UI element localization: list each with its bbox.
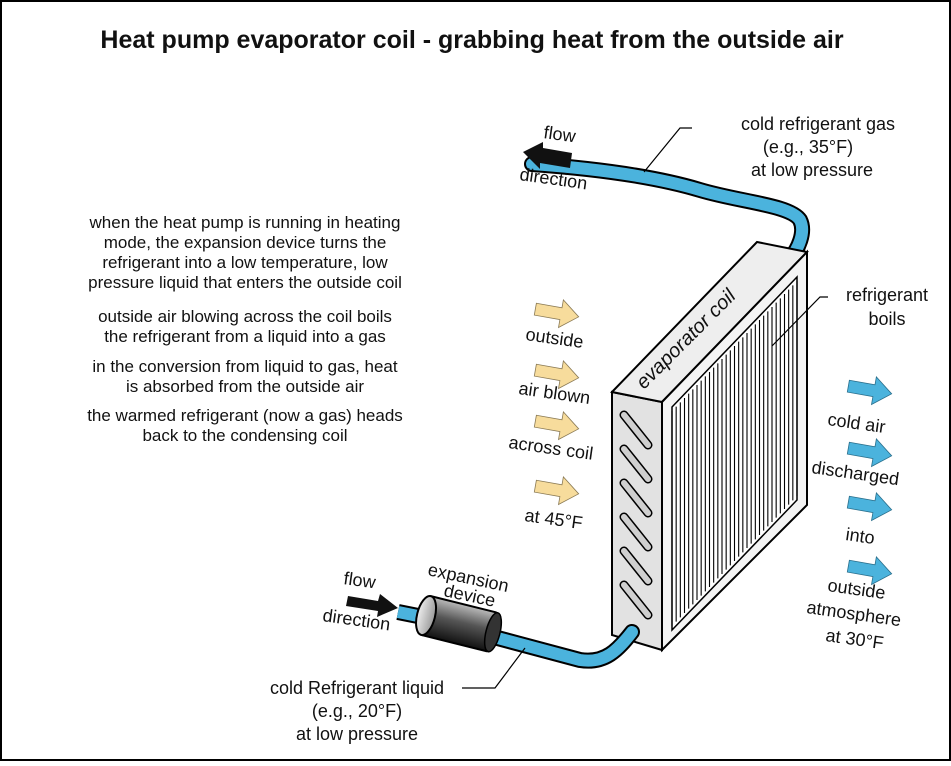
paragraph-2-line-2: the refrigerant from a liquid into a gas	[104, 327, 386, 346]
explanation-text: when the heat pump is running in heating…	[87, 213, 403, 445]
gas-label-3: at low pressure	[751, 160, 873, 180]
coil-slot	[621, 582, 651, 618]
gas-label-1: cold refrigerant gas	[741, 114, 895, 134]
air-in-label-4: at 45°F	[523, 505, 583, 533]
flow-bottom-label-1: flow	[342, 568, 377, 592]
incoming-air-arrows	[533, 299, 580, 506]
paragraph-4-line-2: back to the condensing coil	[142, 426, 347, 445]
flow-top-label-1: flow	[542, 122, 577, 146]
flow-arrow-bottom	[346, 594, 398, 617]
coil-slot	[621, 446, 651, 482]
discharge-air-arrows	[846, 376, 893, 586]
paragraph-3-line-2: is absorbed from the outside air	[126, 377, 364, 396]
liquid-label-1: cold Refrigerant liquid	[270, 678, 444, 698]
warm-air-arrow	[533, 360, 580, 390]
expansion-device	[415, 595, 503, 653]
warm-air-arrow	[533, 299, 580, 329]
paragraph-1-line-4: pressure liquid that enters the outside …	[88, 273, 402, 292]
warm-air-arrow	[533, 476, 580, 506]
air-out-label-2: discharged	[810, 457, 900, 489]
coil-slot	[621, 514, 651, 550]
air-out-label-3: into	[844, 524, 876, 548]
liquid-label-3: at low pressure	[296, 724, 418, 744]
air-out-label-6: at 30°F	[824, 625, 884, 653]
gas-pipe	[526, 158, 809, 264]
gas-leader-line	[643, 127, 692, 173]
air-in-label-3: across coil	[507, 432, 594, 464]
coil-slot	[621, 548, 651, 584]
coil-slot	[621, 412, 651, 448]
liquid-leader-line	[462, 647, 526, 689]
air-in-label-1: outside	[524, 324, 584, 352]
paragraph-1-line-3: refrigerant into a low temperature, low	[102, 253, 388, 272]
paragraph-1-line-1: when the heat pump is running in heating	[89, 213, 401, 232]
boils-label-1: refrigerant	[846, 285, 928, 305]
cold-air-arrow	[846, 556, 893, 586]
flow-arrow-top	[523, 142, 572, 169]
warm-air-arrow	[533, 411, 580, 441]
boils-label-2: boils	[868, 309, 905, 329]
paragraph-4-line-1: the warmed refrigerant (now a gas) heads	[87, 406, 403, 425]
gas-label-2: (e.g., 35°F)	[763, 137, 853, 157]
liquid-pipe	[484, 626, 638, 667]
labels: flow direction cold refrigerant gas (e.g…	[270, 114, 928, 744]
coil-slot	[621, 480, 651, 516]
boils-leader-line	[771, 296, 828, 347]
cold-air-arrow	[846, 438, 893, 468]
coil-fins	[671, 281, 798, 626]
cold-air-arrow	[846, 492, 893, 522]
air-out-label-1: cold air	[826, 409, 886, 437]
liquid-label-2: (e.g., 20°F)	[312, 701, 402, 721]
paragraph-3-line-1: in the conversion from liquid to gas, he…	[92, 357, 398, 376]
inlet-pipe	[396, 606, 420, 622]
air-in-label-2: air blown	[517, 378, 591, 408]
air-out-label-5: atmosphere	[805, 597, 902, 630]
coil-slots	[619, 410, 653, 620]
paragraph-2-line-1: outside air blowing across the coil boil…	[98, 307, 392, 326]
cold-air-arrow	[846, 376, 893, 406]
paragraph-1-line-2: mode, the expansion device turns the	[104, 233, 387, 252]
diagram-title: Heat pump evaporator coil - grabbing hea…	[100, 26, 843, 54]
